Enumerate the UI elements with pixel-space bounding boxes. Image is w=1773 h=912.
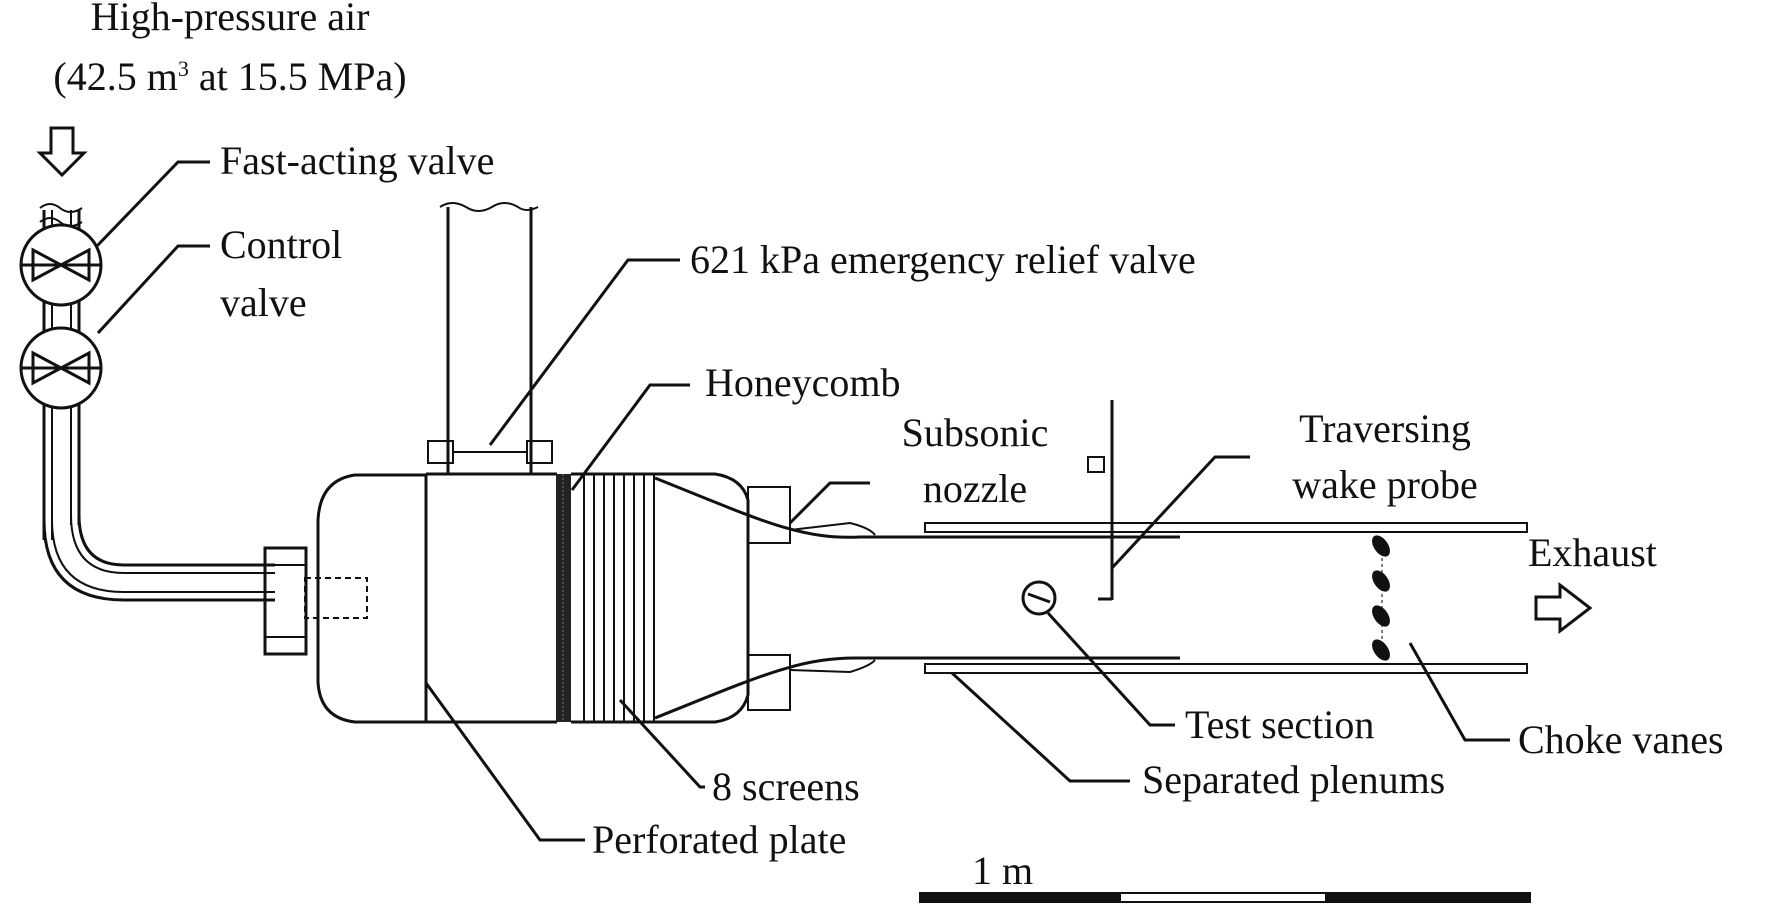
wake-probe-label: Traversing — [1299, 406, 1471, 451]
fast-acting-valve-icon — [19, 223, 103, 307]
choke-vanes-label: Choke vanes — [1518, 717, 1724, 762]
honeycomb-label: Honeycomb — [705, 360, 901, 405]
traversing-probe — [1087, 400, 1114, 601]
separated-plenums-label: Separated plenums — [1142, 757, 1445, 802]
subsonic-nozzle — [654, 472, 1180, 724]
subsonic-nozzle-label: Subsonic — [902, 410, 1049, 455]
leader-lines — [94, 160, 1510, 842]
plenum-chamber — [316, 202, 557, 724]
wake-probe-label-2: wake probe — [1292, 462, 1477, 507]
choke-vanes — [1372, 535, 1390, 661]
down-arrow-icon — [36, 126, 88, 178]
test-section-window — [1021, 580, 1057, 616]
fast-acting-valve-label: Fast-acting valve — [220, 138, 494, 183]
exhaust-label: Exhaust — [1528, 530, 1657, 575]
screens-label: 8 screens — [712, 764, 860, 809]
inlet-flange — [263, 546, 368, 656]
scale-bar — [919, 892, 1531, 903]
honeycomb-block — [556, 474, 571, 722]
control-valve-icon — [19, 326, 103, 410]
control-valve-label: Control — [220, 222, 342, 267]
air-supply-label: High-pressure air — [91, 0, 370, 39]
scale-label: 1 m — [972, 848, 1033, 893]
relief-valve-label: 621 kPa emergency relief valve — [690, 237, 1196, 282]
test-section-label: Test section — [1185, 702, 1374, 747]
right-arrow-icon — [1534, 581, 1593, 635]
subsonic-nozzle-label-2: nozzle — [923, 466, 1027, 511]
test-section-channel — [924, 522, 1528, 674]
perforated-plate-label: Perforated plate — [592, 817, 846, 862]
air-supply-spec: (42.5 m3 at 15.5 MPa) — [53, 54, 406, 99]
screens-section — [571, 472, 655, 724]
control-valve-label-2: valve — [220, 280, 307, 325]
